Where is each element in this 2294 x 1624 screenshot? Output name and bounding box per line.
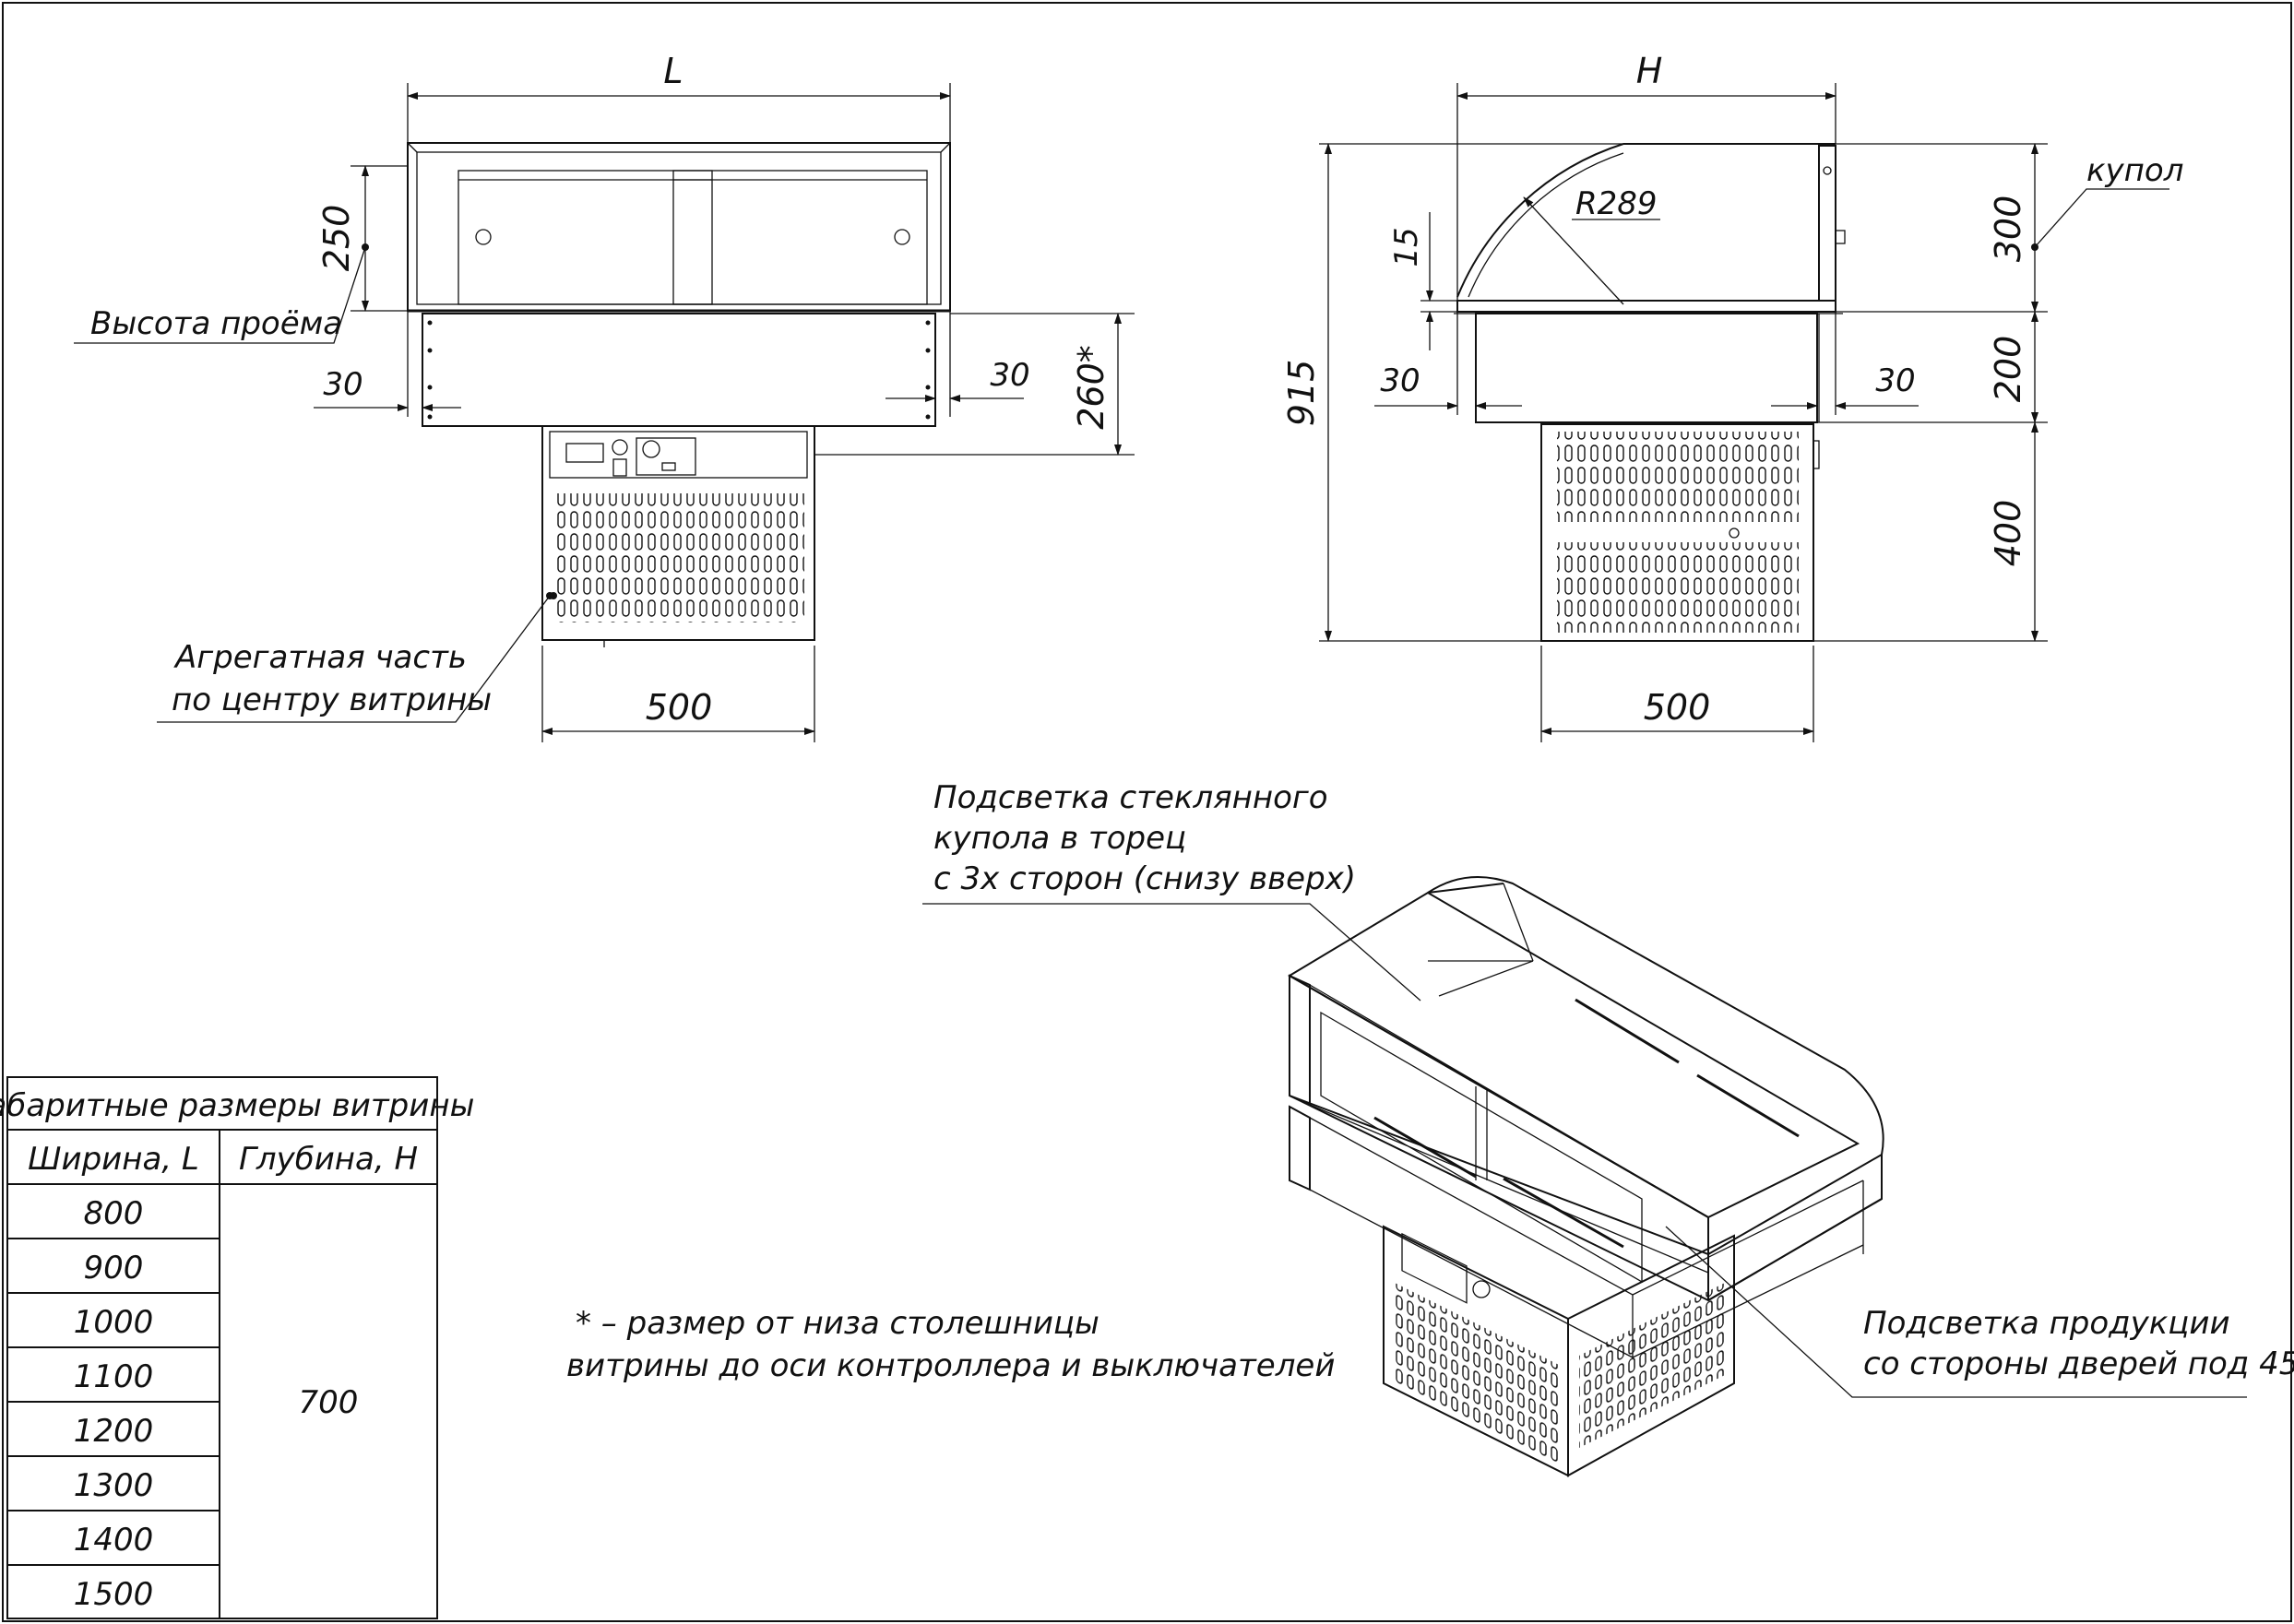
size-table: Габаритные размеры витрины Ширина, L Глу…	[0, 1076, 474, 1619]
table-depth-value: 700	[299, 1384, 359, 1421]
label-unit-line1: Агрегатная часть	[173, 639, 467, 676]
dim-30-side-right: 30	[1875, 362, 1915, 399]
dim-H: H	[1636, 51, 1663, 91]
table-row-width: 1000	[74, 1304, 154, 1341]
footnote-line2: витрины до оси контроллера и выключателе…	[566, 1347, 1335, 1384]
dim-200: 200	[1988, 336, 2028, 403]
front-tub	[422, 313, 936, 427]
side-grille-upper	[1557, 432, 1799, 522]
table-title: Габаритные размеры витрины	[0, 1087, 474, 1124]
dim-500-front: 500	[646, 687, 713, 728]
label-glass-line1: Подсветка стеклянного	[933, 779, 1328, 816]
iso-grille-front	[1393, 1282, 1559, 1466]
front-grille	[553, 493, 804, 622]
dim-400: 400	[1988, 500, 2028, 567]
label-unit-line2: по центру витрины	[172, 682, 492, 718]
label-glass-line3: с 3х сторон (снизу вверх)	[933, 860, 1356, 897]
dim-500-side: 500	[1644, 687, 1711, 728]
label-product-line1: Подсветка продукции	[1863, 1305, 2230, 1342]
iso-view: Подсветка стеклянного купола в торец с 3…	[922, 779, 2294, 1477]
dim-L: L	[663, 51, 683, 91]
front-dome-frame	[407, 142, 951, 312]
iso-front-glass	[1289, 974, 1311, 1107]
label-opening-height: Высота проёма	[90, 305, 342, 342]
dim-30-front-right: 30	[990, 357, 1029, 394]
table-row-width: 1100	[74, 1358, 154, 1395]
iso-roof	[1288, 891, 1860, 1219]
label-product-line2: со стороны дверей под 45°	[1863, 1345, 2294, 1382]
table-col-width: Ширина, L	[28, 1141, 199, 1178]
dim-15: 15	[1388, 227, 1425, 267]
dim-R289: R289	[1575, 185, 1658, 222]
table-row-width: 1400	[74, 1522, 154, 1559]
table-row-width: 900	[84, 1250, 144, 1286]
side-grille-lower	[1557, 542, 1799, 633]
dim-30-front-left: 30	[323, 366, 363, 403]
label-dome: купол	[2086, 152, 2183, 189]
front-view: L 250 Высота проёма 30 30 260* 500	[74, 51, 1135, 742]
dim-260: 260*	[1071, 345, 1111, 430]
iso-dome-curve	[1427, 875, 1884, 1156]
side-view: H R289 15 915 30 30 300	[1281, 51, 2183, 742]
iso-grille-side	[1579, 1282, 1727, 1448]
label-glass-line2: купола в торец	[933, 820, 1186, 857]
table-row-width: 1200	[74, 1413, 154, 1450]
iso-unit-side	[1567, 1234, 1735, 1477]
side-refrigeration-unit	[1540, 423, 1814, 642]
front-refrigeration-unit	[541, 425, 815, 641]
table-row-width: 800	[84, 1195, 144, 1232]
footnote: * – размер от низа столешницы витрины до…	[566, 1305, 1335, 1384]
dim-300: 300	[1988, 196, 2028, 263]
footnote-line1: * – размер от низа столешницы	[576, 1305, 1099, 1342]
dim-250: 250	[316, 205, 357, 272]
table-row-width: 1500	[74, 1576, 154, 1613]
iso-tub	[1289, 1105, 1311, 1191]
dim-30-side-left: 30	[1380, 362, 1420, 399]
front-door-left	[458, 170, 713, 305]
table-col-depth: Глубина, H	[239, 1141, 418, 1178]
front-door-right	[672, 170, 928, 305]
dim-915: 915	[1281, 360, 1322, 427]
table-row-width: 1300	[74, 1467, 154, 1504]
front-switch	[612, 439, 628, 456]
front-control-panel	[549, 431, 808, 479]
side-tub	[1475, 313, 1818, 423]
side-top-plate	[1456, 300, 1836, 313]
iso-counter	[1289, 1095, 1883, 1302]
